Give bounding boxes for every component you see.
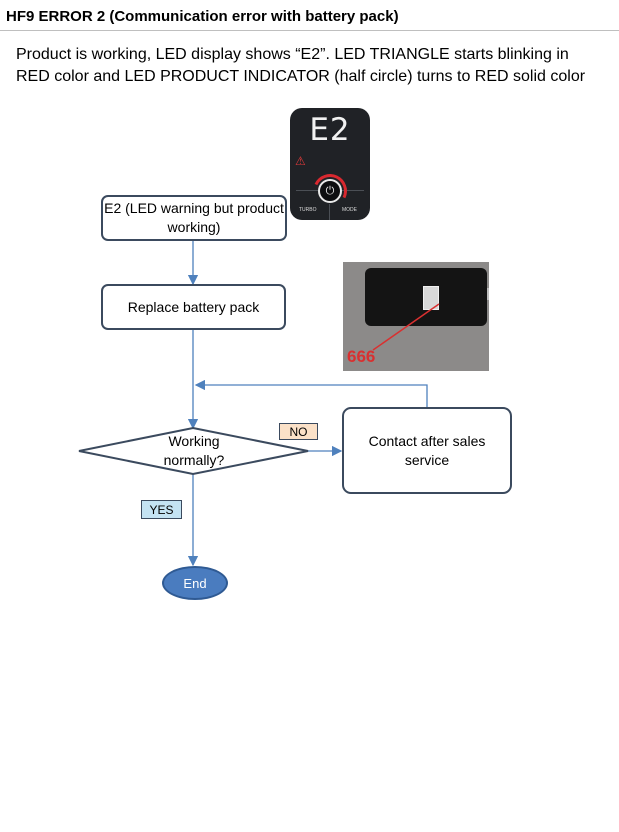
replace-battery-box: Replace battery pack [101,284,286,330]
contact-service-box: Contact after sales service [342,407,512,494]
battery-code-label: 666 [347,347,376,366]
warning-triangle-icon: ⚠ [295,154,306,168]
end-terminator: End [162,566,228,600]
page-title: HF9 ERROR 2 (Communication error with ba… [6,8,399,25]
battery-tab [487,288,489,300]
panel-mode-label: MODE [342,207,357,213]
decision-diamond [78,426,309,476]
battery-pack-photo: 666 [343,262,489,371]
panel-turbo-label: TURBO [299,207,317,213]
panel-divider [329,204,330,220]
no-tag: NO [279,423,318,440]
battery-pointer-line [372,303,440,351]
yes-tag: YES [141,500,182,519]
description-text: Product is working, LED display shows “E… [16,46,586,85]
battery-body [365,268,487,326]
decision-label: Working normally? [163,433,225,468]
control-panel-photo: E2 ⚠ ⏻ TURBO MODE [290,108,370,220]
start-box: E2 (LED warning but product working) [101,195,287,241]
title-divider [0,30,619,31]
arrow-contact-loop [194,379,428,407]
panel-display-code: E2 [309,112,351,148]
power-icon: ⏻ [318,179,342,203]
